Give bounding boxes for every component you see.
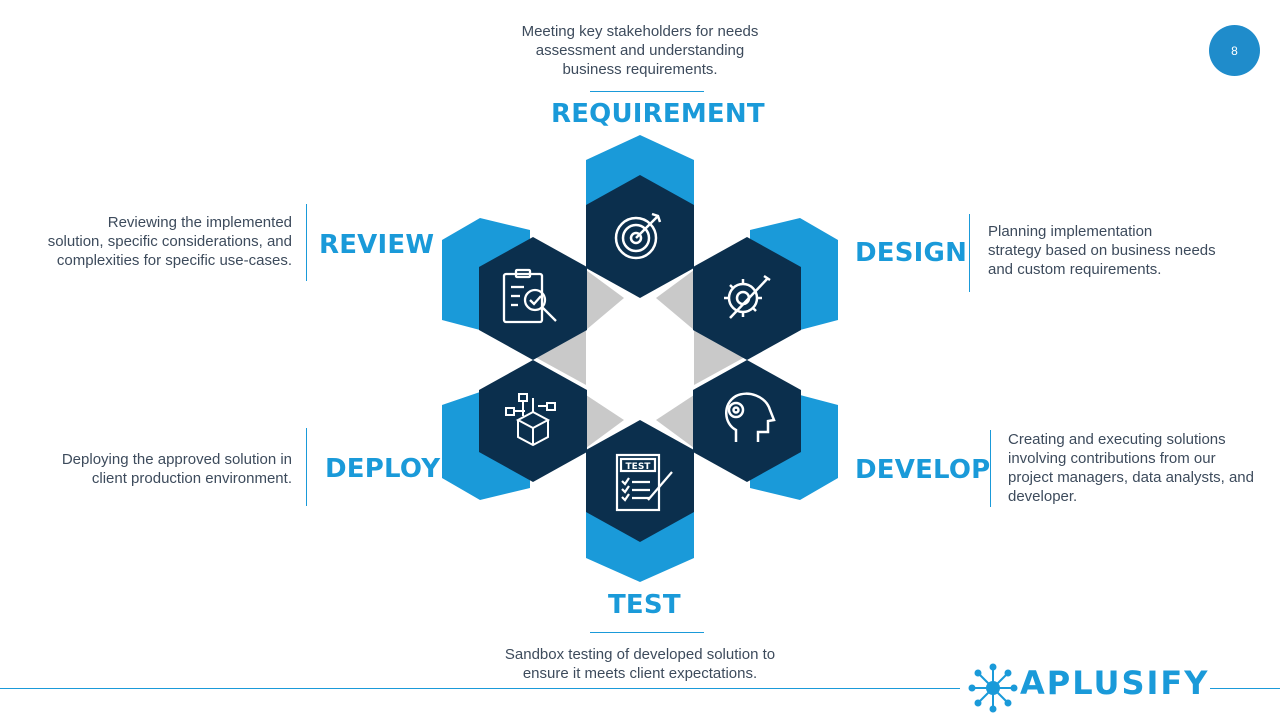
test-icon-label: TEST	[626, 462, 652, 472]
center-connectors	[535, 260, 745, 448]
requirement-title: REQUIREMENT	[551, 99, 765, 129]
page-number: 8	[1231, 43, 1238, 58]
test-desc-line: Sandbox testing of developed solution to	[504, 646, 776, 663]
requirement-divider	[590, 91, 704, 92]
deploy-box-icon	[505, 393, 556, 447]
connector-top-right	[656, 270, 694, 330]
starburst-logo-icon	[968, 663, 1018, 713]
clipboard-check-icon	[502, 268, 557, 324]
test-divider	[590, 632, 704, 633]
design-divider	[969, 214, 970, 292]
design-description: Planning implementation strategy based o…	[988, 222, 1258, 279]
shell-test	[586, 510, 694, 582]
test-desc-line: ensure it meets client expectations.	[522, 665, 758, 682]
develop-title: DEVELOP	[855, 455, 991, 485]
deploy-desc-line: client production environment.	[91, 470, 292, 487]
develop-desc-line: involving contributions from our	[1008, 450, 1216, 467]
deploy-title: DEPLOY	[325, 454, 441, 484]
hex-develop	[693, 360, 801, 482]
develop-desc-line: developer.	[1008, 488, 1078, 505]
test-checklist-icon	[615, 453, 673, 512]
connector-bottom-right	[656, 395, 694, 448]
hex-deploy	[479, 360, 587, 482]
connector-left	[535, 330, 586, 385]
connector-top-left	[586, 270, 624, 330]
deploy-desc-line: Deploying the approved solution in	[61, 451, 292, 468]
connector-bottom-left	[586, 395, 624, 448]
review-desc-line: complexities for specific use-cases.	[56, 252, 292, 269]
connector-right	[694, 330, 745, 385]
brand-name: APLUSIFY	[1020, 664, 1210, 702]
requirement-desc-line: assessment and understanding	[535, 42, 745, 59]
develop-desc-line: Creating and executing solutions	[1008, 431, 1226, 448]
requirement-description: Meeting key stakeholders for needs asses…	[480, 22, 800, 79]
requirement-desc-line: Meeting key stakeholders for needs	[521, 23, 759, 40]
requirement-desc-line: business requirements.	[562, 61, 718, 78]
deploy-description: Deploying the approved solution in clien…	[20, 450, 292, 488]
gear-pencil-icon	[724, 274, 771, 319]
review-description: Reviewing the implemented solution, spec…	[10, 213, 292, 270]
design-desc-line: Planning implementation	[988, 223, 1153, 240]
footer-line-right	[1210, 688, 1280, 689]
hex-review	[479, 237, 587, 360]
footer-line-left	[0, 688, 960, 689]
design-desc-line: strategy based on business needs	[988, 242, 1216, 259]
develop-divider	[990, 430, 991, 507]
review-desc-line: Reviewing the implemented	[107, 214, 292, 231]
page-number-badge: 8	[1209, 25, 1260, 76]
test-title: TEST	[608, 590, 681, 620]
design-title: DESIGN	[855, 238, 968, 268]
review-divider	[306, 204, 307, 281]
deploy-divider	[306, 428, 307, 506]
design-desc-line: and custom requirements.	[988, 261, 1162, 278]
review-title: REVIEW	[319, 230, 435, 260]
develop-desc-line: project managers, data analysts, and	[1008, 469, 1254, 486]
target-icon	[614, 212, 662, 260]
develop-description: Creating and executing solutions involvi…	[1008, 430, 1273, 506]
gear-head-icon	[725, 392, 776, 442]
review-desc-line: solution, specific considerations, and	[47, 233, 292, 250]
test-description: Sandbox testing of developed solution to…	[470, 645, 810, 683]
